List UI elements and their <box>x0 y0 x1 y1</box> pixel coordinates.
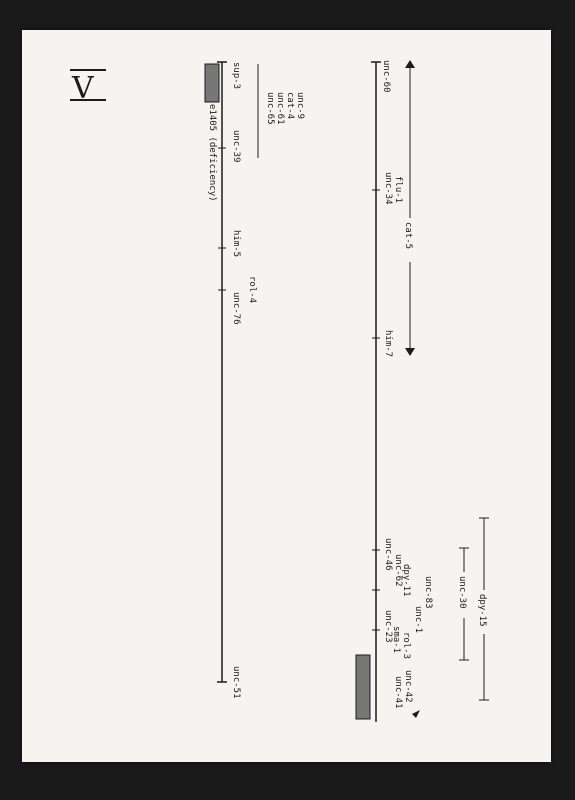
label-cat-4: cat-4 <box>285 92 295 119</box>
label-unc-60: unc-60 <box>381 60 391 93</box>
label-unc-76: unc-76 <box>231 292 241 325</box>
label-deficiency: e1405 (deficiency) <box>207 104 217 202</box>
label-him-7: him-7 <box>383 330 393 357</box>
label-unc-42: unc-42 <box>403 670 413 703</box>
arrow-mark <box>412 710 420 718</box>
label-unc-41: unc-41 <box>393 676 403 709</box>
label-cat-5: cat-5 <box>403 222 413 249</box>
label-unc-34: unc-34 <box>383 172 393 205</box>
label-unc-61: unc-61 <box>275 92 285 125</box>
label-sup-3: sup-3 <box>231 62 241 89</box>
label-unc-65: unc-65 <box>265 92 275 125</box>
label-rol-3: rol-3 <box>401 632 411 659</box>
deficiency-hatch-left <box>204 63 220 103</box>
label-unc-51: unc-51 <box>231 666 241 699</box>
label-unc-83: unc-83 <box>423 576 433 609</box>
label-unc-23: unc-23 <box>383 610 393 643</box>
label-unc-46: unc-46 <box>383 538 393 571</box>
cat-5-arrow-right <box>405 348 415 356</box>
label-unc-1: unc-1 <box>413 606 423 633</box>
paper-sheet: V sup-3 unc-51 e1405 (deficiency) unc-39… <box>22 30 551 762</box>
label-unc-62: unc-62 <box>393 554 403 587</box>
label-flu-1: flu-1 <box>393 176 403 203</box>
deficiency-hatch-right <box>355 654 371 720</box>
label-him-5: him-5 <box>231 230 241 257</box>
label-dpy-15: dpy-15 <box>477 594 487 627</box>
label-dpy-11: dpy-11 <box>401 564 411 597</box>
label-rol-4: rol-4 <box>247 276 257 303</box>
label-sma-1: sma-1 <box>391 626 401 653</box>
label-unc-9: unc-9 <box>295 92 305 119</box>
label-unc-39: unc-39 <box>231 130 241 163</box>
label-unc-30: unc-30 <box>457 576 467 609</box>
cat-5-arrow-left <box>405 60 415 68</box>
genetic-map-drawing: V sup-3 unc-51 e1405 (deficiency) unc-39… <box>70 60 489 722</box>
